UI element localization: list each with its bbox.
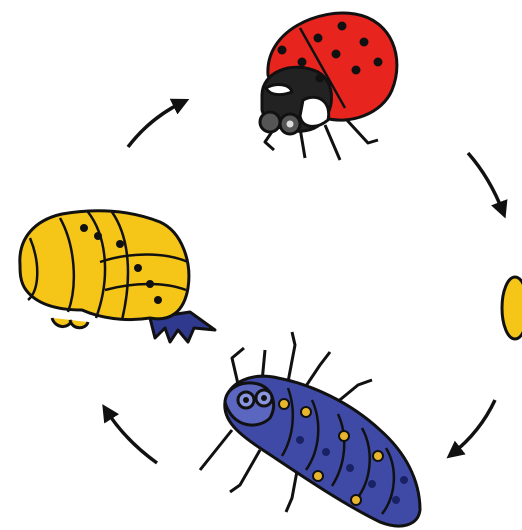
pupa-icon xyxy=(20,211,215,342)
ladybug-adult-icon xyxy=(260,13,397,160)
larva-icon xyxy=(200,332,420,526)
egg-icon xyxy=(502,277,522,339)
arrow-eggs-to-larva xyxy=(452,400,495,454)
arrow-adult-to-eggs xyxy=(468,153,503,212)
arrow-larva-to-pupa xyxy=(106,410,157,463)
arrow-pupa-to-adult xyxy=(128,102,183,147)
